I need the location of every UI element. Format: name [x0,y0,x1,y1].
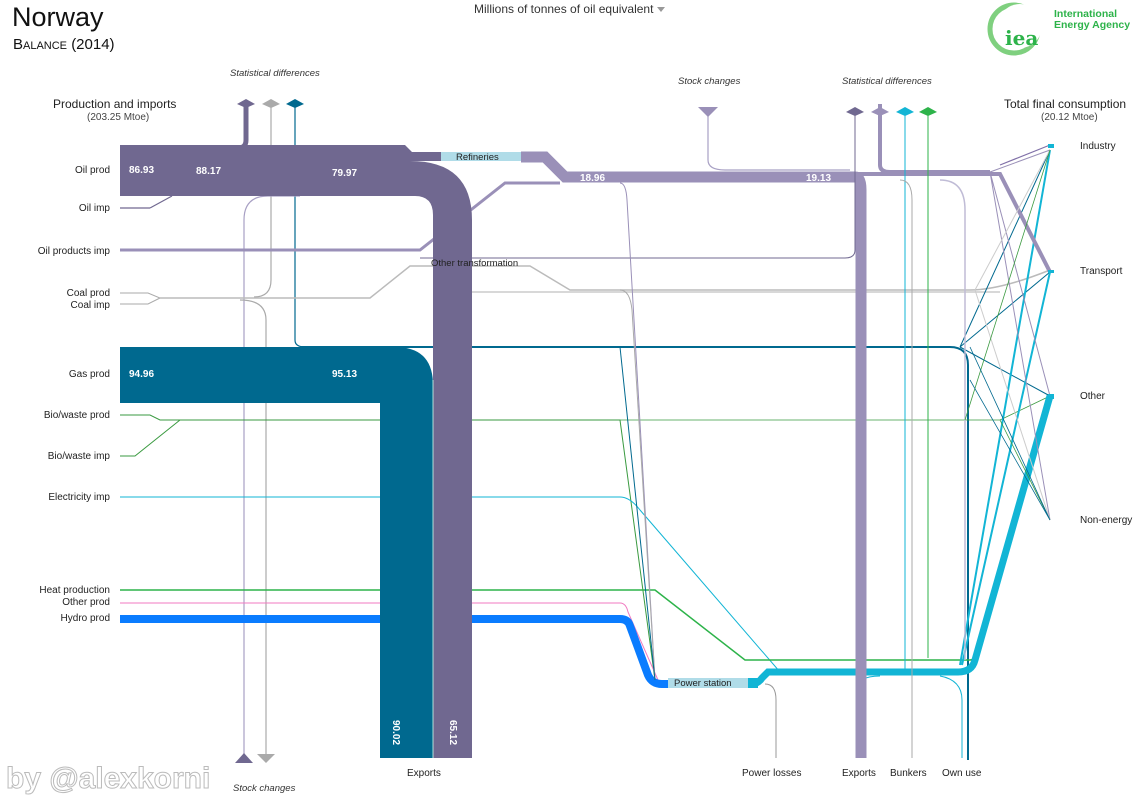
bottom-own-use[interactable]: Own use [942,768,982,779]
stat-diff-r2-icon [871,107,889,116]
flow-power-station-out [751,395,1054,688]
stat-diff-r3-icon [896,107,914,116]
stat-diff-coal-icon [262,99,280,108]
flow-electricity-imp [120,496,781,673]
left-node-electricity-imp[interactable]: Electricity imp [48,492,110,503]
oil-prod-band [120,145,472,758]
flow-oil-stat-diff [215,104,249,151]
right-node-other[interactable]: Other [1080,391,1106,402]
left-node-coal-imp[interactable]: Coal imp [70,300,110,311]
flow-gas-stat-diff [294,104,306,348]
flow-hydro-prod [120,615,670,688]
left-node-heat-production[interactable]: Heat production [39,585,110,596]
iea-logo-icon: iea [987,2,1042,56]
stat-diff-right-label: Statistical differences [842,76,932,87]
bottom-exports-right[interactable]: Exports [842,768,876,779]
stock-oil-down-icon [235,753,253,763]
power-station-node [668,678,750,688]
other-transformation-label[interactable]: Other transformation [431,258,519,269]
stat-diff-r4-icon [919,107,937,116]
value-oil-prod: 86.93 [129,165,155,176]
bottom-stock-changes[interactable]: Stock changes [233,783,296,794]
left-total: (203.25 Mtoe) [87,112,150,123]
stock-coal-down-icon [257,754,275,763]
value-oil-after-imp: 88.17 [196,166,222,177]
left-node-oil-imp[interactable]: Oil imp [78,203,110,214]
stat-diff-oil-icon [237,99,255,108]
right-total: (20.12 Mtoe) [1041,112,1098,123]
stat-diff-r1-icon [846,107,864,116]
right-node-industry[interactable]: Industry [1080,141,1116,152]
gas-prod-band [120,347,433,758]
svg-text:iea: iea [1005,26,1038,50]
watermark: by @alexkorni [5,762,211,796]
left-node-hydro-prod[interactable]: Hydro prod [60,613,110,624]
flow-refinery-out [521,151,855,183]
right-heading: Total final consumption [1004,97,1127,111]
stat-diff-gas-icon [286,99,304,108]
left-heading: Production and imports [53,97,177,111]
flow-coal-stock [239,299,267,755]
stat-diff-left-label: Statistical differences [230,68,320,79]
stock-change-top-icon [698,107,718,117]
right-node-transport[interactable]: Transport [1080,266,1123,277]
chevron-down-icon [657,7,666,13]
bottom-exports-left[interactable]: Exports [407,768,441,779]
value-ref-out: 18.96 [580,173,606,184]
flow-power-losses [764,683,777,758]
flow-coal [160,265,1051,299]
units-label: Millions of tonnes of oil equivalent [474,2,654,16]
left-node-other-prod[interactable]: Other prod [62,597,110,608]
bottom-bunkers[interactable]: Bunkers [890,768,927,779]
refineries-node [441,152,521,161]
left-node-gas-prod[interactable]: Gas prod [68,369,110,380]
page-title: Norway [12,2,104,32]
stock-changes-top-label: Stock changes [678,76,741,87]
flow-oil-stock [243,195,300,755]
value-gas-after: 95.13 [332,369,358,380]
value-oil-exports: 65.12 [447,720,458,746]
value-ref-out2: 19.13 [806,173,832,184]
left-node-bio-waste-imp[interactable]: Bio/waste imp [47,451,110,462]
value-gas-exports: 90.02 [390,720,401,746]
left-node-coal-prod[interactable]: Coal prod [66,288,110,299]
value-gas-prod: 94.96 [129,369,155,380]
flow-coal-stat-diff [253,104,272,298]
left-node-oil-prod[interactable]: Oil prod [74,165,110,176]
units-dropdown[interactable]: Millions of tonnes of oil equivalent [474,2,666,16]
value-oil-crude: 79.97 [332,168,358,179]
bottom-power-losses[interactable]: Power losses [742,768,802,779]
right-node-non-energy[interactable]: Non-energy [1080,515,1133,526]
refineries-label[interactable]: Refineries [456,152,499,163]
left-node-oil-products-imp[interactable]: Oil products imp [37,246,110,257]
left-node-bio-waste-prod[interactable]: Bio/waste prod [43,410,110,421]
power-station-label[interactable]: Power station [674,678,732,689]
flow-other-prod [120,602,659,681]
flow-gas-line [300,346,969,760]
page-subtitle: Balance (2014) [13,36,115,53]
